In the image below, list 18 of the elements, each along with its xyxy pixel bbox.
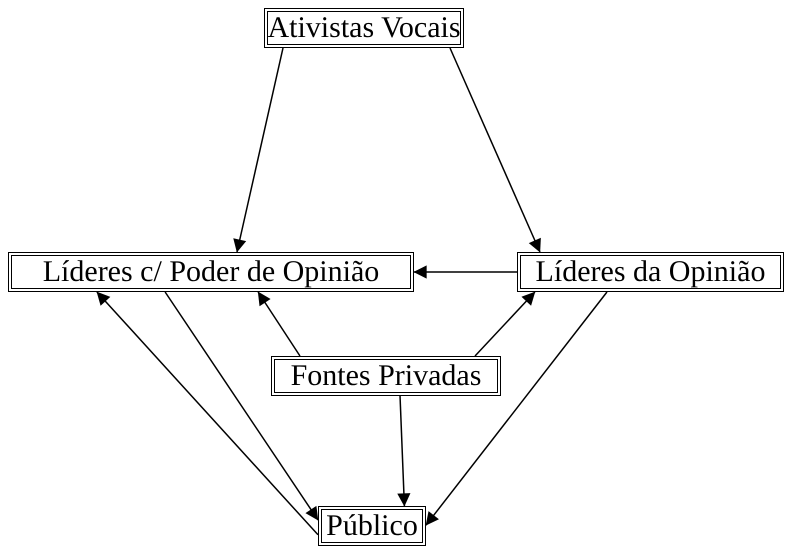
node-box [271, 356, 501, 396]
arrow [425, 292, 608, 526]
node-label: Público [326, 511, 418, 541]
arrow [257, 292, 301, 356]
node-label: Líderes da Opinião [536, 257, 766, 287]
node-box [8, 252, 414, 292]
arrow [413, 265, 517, 279]
node-label: Líderes c/ Poder de Opinião [42, 257, 380, 287]
arrow [474, 291, 536, 357]
arrow [449, 48, 541, 252]
arrow [96, 292, 319, 536]
arrow [164, 292, 319, 520]
arrow [397, 396, 410, 507]
arrow [233, 48, 284, 253]
node-label: Ativistas Vocais [267, 13, 461, 43]
node-box [318, 506, 426, 546]
node-label: Fontes Privadas [290, 361, 482, 391]
node-box [517, 252, 784, 292]
